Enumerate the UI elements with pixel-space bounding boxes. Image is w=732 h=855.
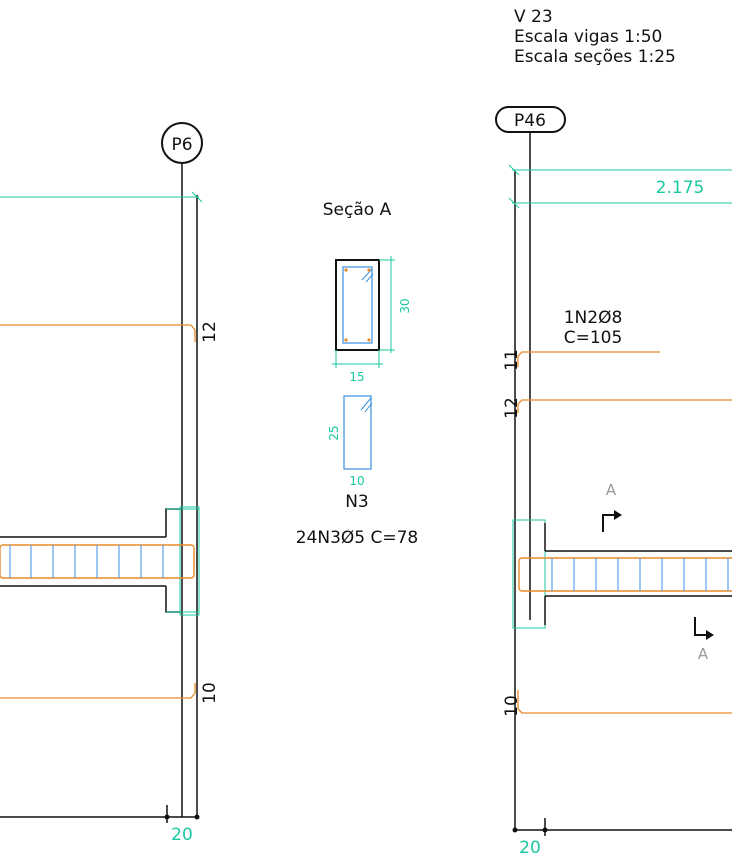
right-bar-11	[517, 351, 660, 367]
right-beam-rebar-box	[518, 557, 732, 592]
right-width-dot-b	[542, 827, 548, 833]
stirrup-detail-hook-a	[360, 397, 372, 411]
left-width-dim: 20	[171, 825, 193, 845]
right-dim-tick-b	[508, 197, 520, 209]
span-length: 2.175	[656, 178, 705, 198]
cut-arrow-top-icon	[614, 510, 622, 520]
right-bar-12	[517, 399, 732, 413]
right-bottom-rebar	[517, 690, 732, 714]
stirrup-detail-hook-b	[364, 402, 373, 413]
stirrup-width: 10	[349, 474, 364, 488]
section-outline	[335, 259, 380, 351]
right-connection-box	[512, 519, 546, 629]
beam-id: V 23	[514, 7, 553, 27]
left-top-rebar	[0, 324, 196, 342]
left-width-dot-a	[164, 814, 170, 820]
left-connection-box	[179, 506, 200, 616]
section-title: Seção A	[323, 200, 392, 220]
stirrup-name: N3	[345, 492, 369, 512]
cut-marker-top	[602, 514, 615, 532]
section-stirrup-hook-b	[365, 273, 374, 283]
top-bar-name: 1N2Ø8	[564, 308, 623, 328]
section-width: 15	[349, 370, 364, 384]
column-tag-p46: P46	[514, 111, 546, 131]
section-bar-top-left	[344, 268, 348, 272]
cut-label-bottom: A	[698, 645, 709, 663]
stirrup-spec: 24N3Ø5 C=78	[296, 528, 419, 548]
left-width-dot-b	[194, 814, 200, 820]
right-width-dot-a	[512, 827, 518, 833]
stirrup-detail	[343, 395, 372, 470]
cut-label-top: A	[606, 481, 617, 499]
cut-marker-bottom	[694, 617, 707, 636]
right-width-dim: 20	[519, 838, 541, 855]
section-stirrup-hook-a	[361, 268, 373, 281]
column-tag-p6: P6	[171, 135, 192, 155]
left-column-group: P6 12 10	[0, 122, 220, 845]
left-bottom-rebar	[0, 683, 196, 699]
right-bar-11-dim: 11	[502, 349, 522, 371]
section-height: 30	[398, 298, 412, 313]
left-top-dim: 12	[200, 321, 220, 343]
left-top-dim-tick	[191, 191, 203, 203]
stirrup-height: 25	[327, 425, 341, 440]
section-bar-bottom-right	[367, 338, 371, 342]
right-beam-stirrups	[551, 558, 729, 591]
section-a-group: Seção A 30 15 25 10 N3 24N3Ø5 C=78	[296, 200, 419, 548]
top-bar-length: C=105	[564, 328, 623, 348]
cut-arrow-bottom-icon	[706, 630, 714, 640]
section-scale: Escala seções 1:25	[514, 47, 676, 67]
right-bottom-dim: 10	[502, 695, 522, 717]
left-bottom-dim: 10	[200, 682, 220, 704]
right-column-group: P46 2.175 1N2Ø8 C=105 11 12 A A	[495, 106, 732, 855]
section-stirrup	[342, 266, 373, 344]
beam-scale: Escala vigas 1:50	[514, 27, 662, 47]
section-bar-bottom-left	[344, 338, 348, 342]
right-bar-12-dim: 12	[502, 397, 522, 419]
section-bar-top-right	[367, 268, 371, 272]
left-beam-stirrups	[9, 545, 164, 578]
right-dim-tick-a	[508, 164, 520, 176]
